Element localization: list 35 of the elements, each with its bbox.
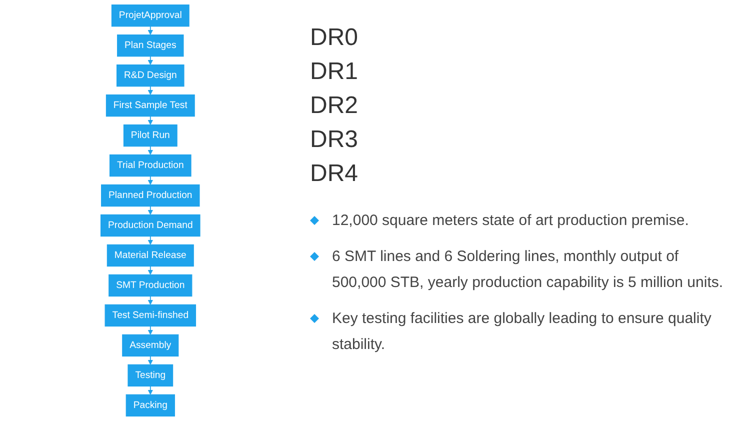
- node-box: Planned Production: [100, 184, 200, 207]
- arrow: [147, 26, 153, 36]
- node-box: Material Release: [106, 244, 194, 267]
- node-box: First Sample Test: [106, 94, 194, 117]
- node-box: Pilot Run: [123, 124, 177, 147]
- node-box: Plan Stages: [116, 34, 184, 57]
- arrow: [147, 326, 153, 335]
- arrow: [147, 86, 153, 95]
- stage-label: DR2: [310, 92, 360, 120]
- node-box: ProjetApproval: [111, 4, 189, 27]
- stage-label: DR4: [310, 160, 360, 188]
- arrow: [147, 206, 153, 215]
- arrow: [147, 266, 153, 275]
- node-box: R&D Design: [116, 64, 184, 87]
- node-box: Trial Production: [109, 154, 191, 177]
- arrow: [147, 296, 153, 305]
- arrow: [147, 56, 153, 66]
- bullet-text: 12,000 square meters state of art production premise.: [332, 212, 689, 229]
- arrow: [147, 386, 153, 395]
- node-box: Packing: [125, 394, 175, 416]
- arrow: [147, 146, 153, 155]
- node-box: Production Demand: [100, 214, 200, 237]
- node-box: SMT Production: [108, 274, 192, 297]
- node-box: Test Semi-finshed: [104, 304, 196, 327]
- arrow: [147, 176, 153, 185]
- arrow: [147, 236, 153, 245]
- arrow: [147, 116, 153, 125]
- node-box: Assembly: [122, 334, 178, 357]
- stage-label: DR3: [310, 126, 360, 154]
- node-box: Testing: [127, 364, 173, 386]
- bullet-text: Key testing facilities are globally leading to ensure quality stability.: [332, 310, 712, 353]
- bullet-text: 6 SMT lines and 6 Soldering lines, monthly output of 500,000 STB, yearly production capability is 5 million units.: [332, 248, 724, 291]
- stage-label: DR1: [310, 58, 360, 86]
- stage-label: DR0: [310, 24, 360, 52]
- arrow: [147, 356, 153, 365]
